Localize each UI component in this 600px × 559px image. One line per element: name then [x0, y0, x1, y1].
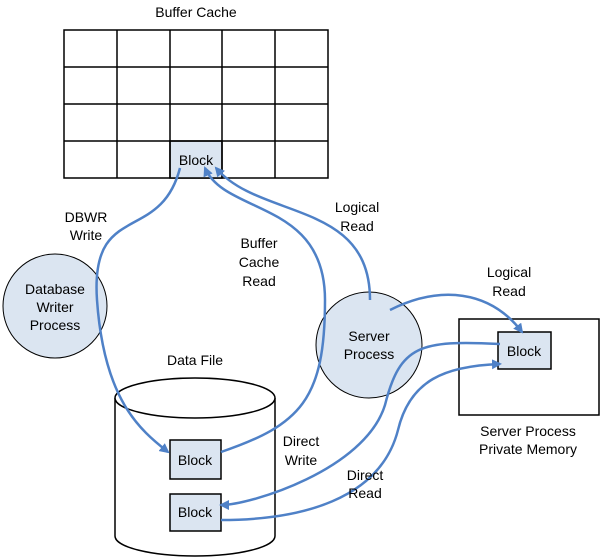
dbwr-write-label-line1: DBWR	[65, 209, 108, 225]
logical-read-top-arrow	[214, 166, 372, 301]
logical-read-right-arrow	[389, 293, 524, 334]
direct-read-arrow	[220, 359, 502, 522]
buffer-cache-read-label-line2: Cache	[239, 254, 280, 270]
private-memory-caption-line2: Private Memory	[479, 441, 577, 457]
logical-read-top-label-line1: Logical	[335, 199, 379, 215]
data-file-block-1-label: Block	[178, 452, 213, 468]
buffer-cache-read-arrow	[203, 166, 327, 454]
private-memory-block	[497, 331, 552, 370]
dbwr-write-arrow	[95, 167, 182, 454]
direct-write-label-line1: Direct	[283, 433, 320, 449]
logical-read-right-label-line1: Logical	[487, 264, 531, 280]
buffer-cache-read-label-line1: Buffer	[240, 235, 277, 251]
logical-read-top-label-line2: Read	[340, 218, 373, 234]
dbwr-write-label-line2: Write	[70, 227, 103, 243]
data-file-block-2-label: Block	[178, 504, 213, 520]
data-file-block-2	[169, 493, 222, 532]
buffer-cache-read-label-line3: Read	[242, 273, 275, 289]
dbwr-label-line1: Database	[25, 281, 85, 297]
dbwr-label-line3: Process	[30, 317, 81, 333]
logical-read-right-label-line2: Read	[492, 283, 525, 299]
data-file-title: Data File	[167, 352, 223, 368]
direct-write-arrow	[219, 341, 501, 510]
server-process-label-line1: Server	[348, 328, 390, 344]
private-memory-caption-line1: Server Process	[480, 423, 576, 439]
server-process	[315, 291, 423, 399]
buffer-cache-title: Buffer Cache	[155, 4, 237, 20]
buffer-cache-block-label: Block	[179, 152, 214, 168]
data-file-block-1	[169, 439, 222, 480]
server-process-label-line2: Process	[344, 346, 395, 362]
database-writer-process	[2, 253, 108, 359]
dbwr-label-line2: Writer	[36, 299, 73, 315]
private-memory-block-label: Block	[507, 343, 542, 359]
direct-write-label-line2: Write	[285, 452, 318, 468]
direct-read-label-line2: Read	[348, 485, 381, 501]
direct-read-label-line1: Direct	[347, 467, 384, 483]
